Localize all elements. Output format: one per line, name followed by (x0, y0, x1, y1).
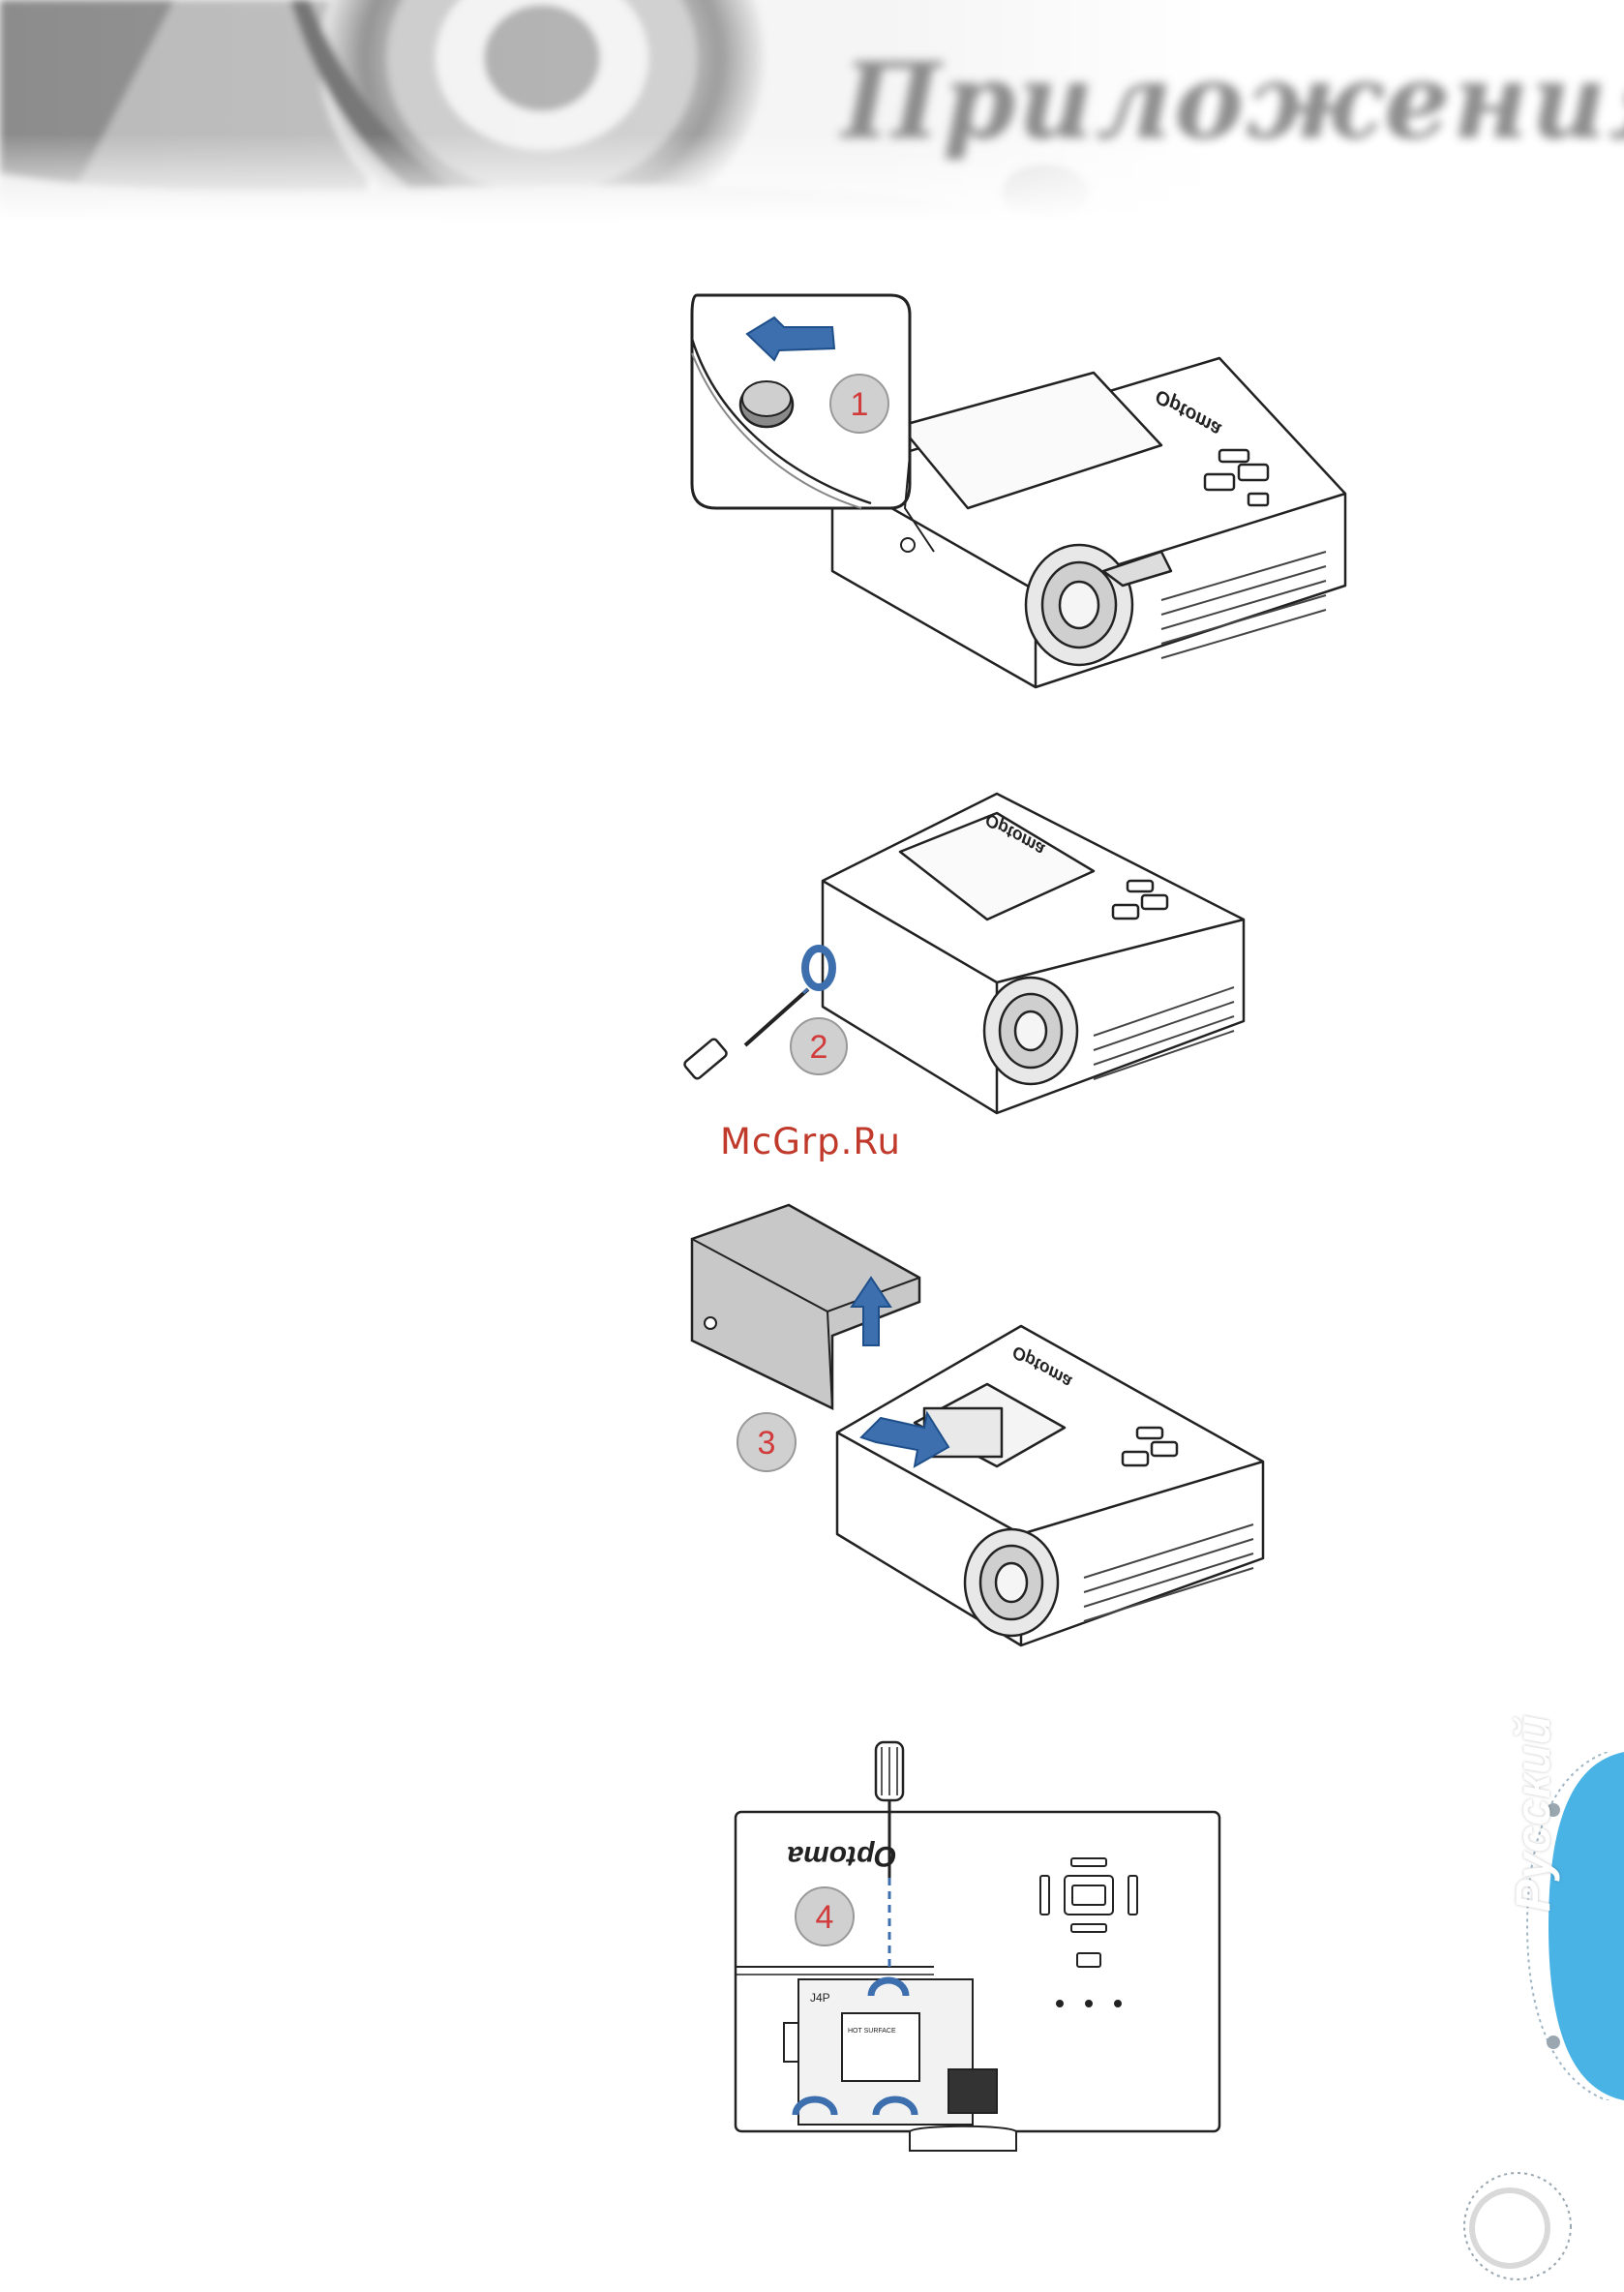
step-number-1: 1 (851, 386, 869, 423)
figure-step-4: Optoma J4P HOT SURFACE (726, 1742, 1229, 2168)
page-header: Приложения (0, 0, 1624, 223)
projector-illustration: Optoma 1 (677, 281, 1355, 707)
projector-illustration: Optoma 3 (677, 1200, 1278, 1655)
step-number-2: 2 (810, 1029, 828, 1066)
section-title: Приложения (842, 41, 1624, 163)
figure-step-3: Optoma 3 (677, 1200, 1278, 1655)
brand-logo: Optoma (787, 1840, 896, 1872)
step-number-3: 3 (758, 1425, 776, 1462)
figure-step-1: Optoma 1 (677, 281, 1355, 707)
lamp-code-label: J4P (810, 1991, 830, 2005)
step-number-4: 4 (816, 1899, 834, 1936)
lamp-warning-label: HOT SURFACE (848, 2028, 896, 2035)
projector-top-view: Optoma J4P HOT SURFACE (726, 1742, 1229, 2168)
watermark-text: McGrp.Ru (720, 1121, 901, 1162)
page-number-badge (1459, 2168, 1576, 2284)
figure-step-2: Optoma 2 (677, 774, 1258, 1123)
projector-illustration: Optoma 2 (677, 774, 1258, 1123)
language-label: Русский (1505, 1708, 1561, 1912)
